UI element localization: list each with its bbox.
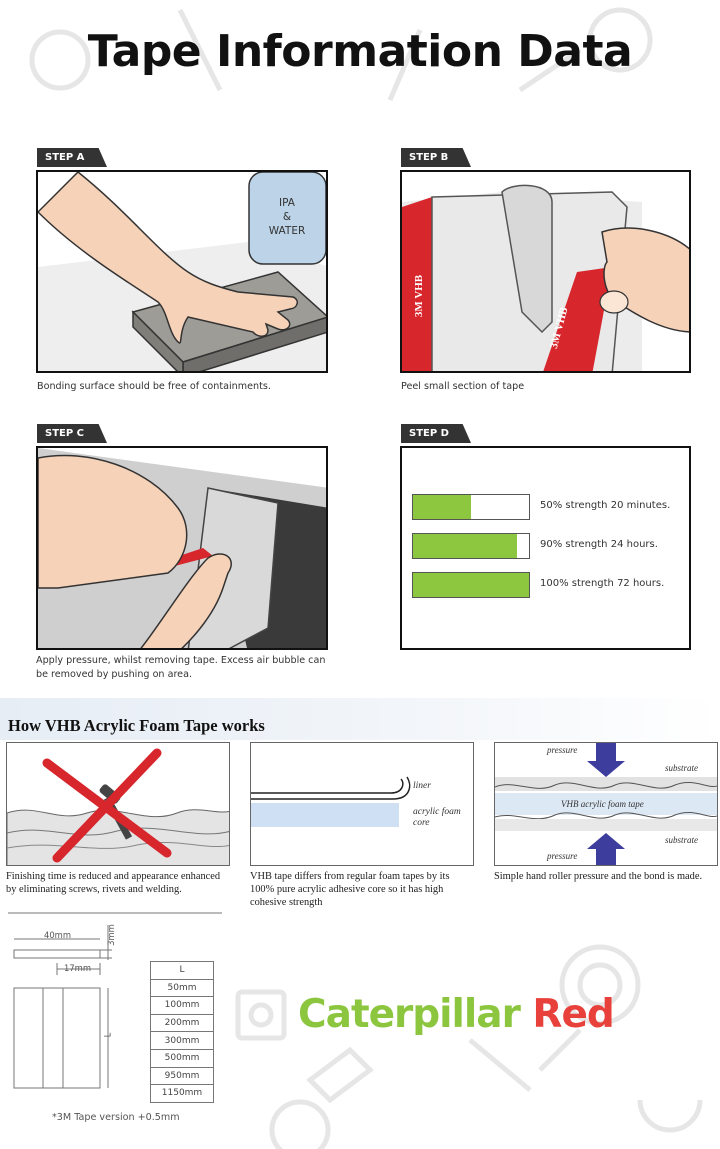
length-option: 950mm [150, 1066, 214, 1086]
strength-label: 90% strength 24 hours. [540, 539, 658, 550]
vhb-header-band [0, 698, 720, 740]
length-dimension-symbol: L [102, 1032, 113, 1038]
vhb-panel-1-caption: Finishing time is reduced and appearance… [6, 871, 221, 895]
strength-bar [412, 494, 530, 520]
length-option: 100mm [150, 996, 214, 1015]
step-c-tag: STEP C [37, 424, 107, 443]
width-dimension: 40mm [44, 930, 71, 940]
apply-pressure-illustration [38, 448, 326, 648]
strength-bar-fill [413, 495, 471, 519]
dimension-drawing [8, 912, 222, 1089]
pressure-bottom-label: pressure [547, 851, 578, 861]
vhb-panel-pressure: pressure substrate VHB acrylic foam tape… [494, 742, 718, 866]
strength-bar [412, 533, 530, 559]
length-option: 50mm [150, 978, 214, 998]
vhb-tape-label: VHB acrylic foam tape [561, 799, 644, 809]
length-option: 300mm [150, 1031, 214, 1050]
step-d-tag: STEP D [401, 424, 471, 443]
brand-word-1: Caterpillar [298, 992, 521, 1037]
step-d-strength-chart: 50% strength 20 minutes. 90% strength 24 … [400, 446, 691, 650]
vhb-panel-foam-core: liner acrylic foam core [250, 742, 474, 866]
strength-row: 50% strength 20 minutes. [412, 494, 672, 520]
brand-logo: Caterpillar Red [298, 992, 615, 1037]
acrylic-foam-core-label: acrylic foam core [413, 807, 461, 828]
peel-tape-illustration [402, 184, 689, 371]
step-c-illustration [36, 446, 328, 650]
thickness-dimension: 3mm [105, 924, 116, 946]
length-option: 1150mm [150, 1084, 214, 1103]
strength-bar-fill [413, 573, 529, 597]
vhb-panel-2-caption: VHB tape differs from regular foam tapes… [250, 871, 450, 908]
hand-cleaning-illustration [38, 172, 326, 371]
step-b-caption: Peel small section of tape [401, 381, 525, 392]
step-b-illustration: 3M VHB 3M VHB [400, 170, 691, 373]
vhb-panel-no-screws [6, 742, 230, 866]
length-option: 200mm [150, 1013, 214, 1033]
no-screws-illustration [7, 748, 229, 865]
strength-label: 100% strength 72 hours. [540, 578, 665, 589]
step-a-tag: STEP A [37, 148, 107, 167]
foam-core-illustration [251, 776, 411, 827]
tape-brand-left: 3M VHB [413, 274, 426, 318]
page-title: Tape Information Data [87, 26, 633, 77]
step-c-caption: Apply pressure, whilst removing tape. Ex… [36, 655, 326, 680]
liner-label: liner [413, 781, 431, 791]
brand-word-2: Red [532, 992, 614, 1037]
vhb-section-title: How VHB Acrylic Foam Tape works [8, 716, 265, 735]
strength-bar-fill [413, 534, 518, 558]
footnote: *3M Tape version +0.5mm [52, 1112, 180, 1123]
length-option: 500mm [150, 1048, 214, 1068]
inner-width-dimension: 17mm [64, 963, 91, 973]
strength-bar [412, 572, 530, 598]
step-a-illustration: IPA & WATER [36, 170, 328, 373]
strength-row: 90% strength 24 hours. [412, 533, 672, 559]
pressure-top-label: pressure [547, 745, 578, 755]
ipa-water-label: IPA & WATER [268, 197, 306, 237]
substrate-bottom-label: substrate [665, 835, 699, 845]
strength-row: 100% strength 72 hours. [412, 572, 672, 598]
substrate-top-label: substrate [665, 763, 699, 773]
step-a-caption: Bonding surface should be free of contai… [37, 381, 271, 392]
strength-label: 50% strength 20 minutes. [540, 500, 671, 511]
step-b-tag: STEP B [401, 148, 471, 167]
vhb-panel-3-caption: Simple hand roller pressure and the bond… [494, 871, 703, 882]
length-table-header: L [150, 961, 214, 980]
pressure-illustration [495, 743, 717, 865]
